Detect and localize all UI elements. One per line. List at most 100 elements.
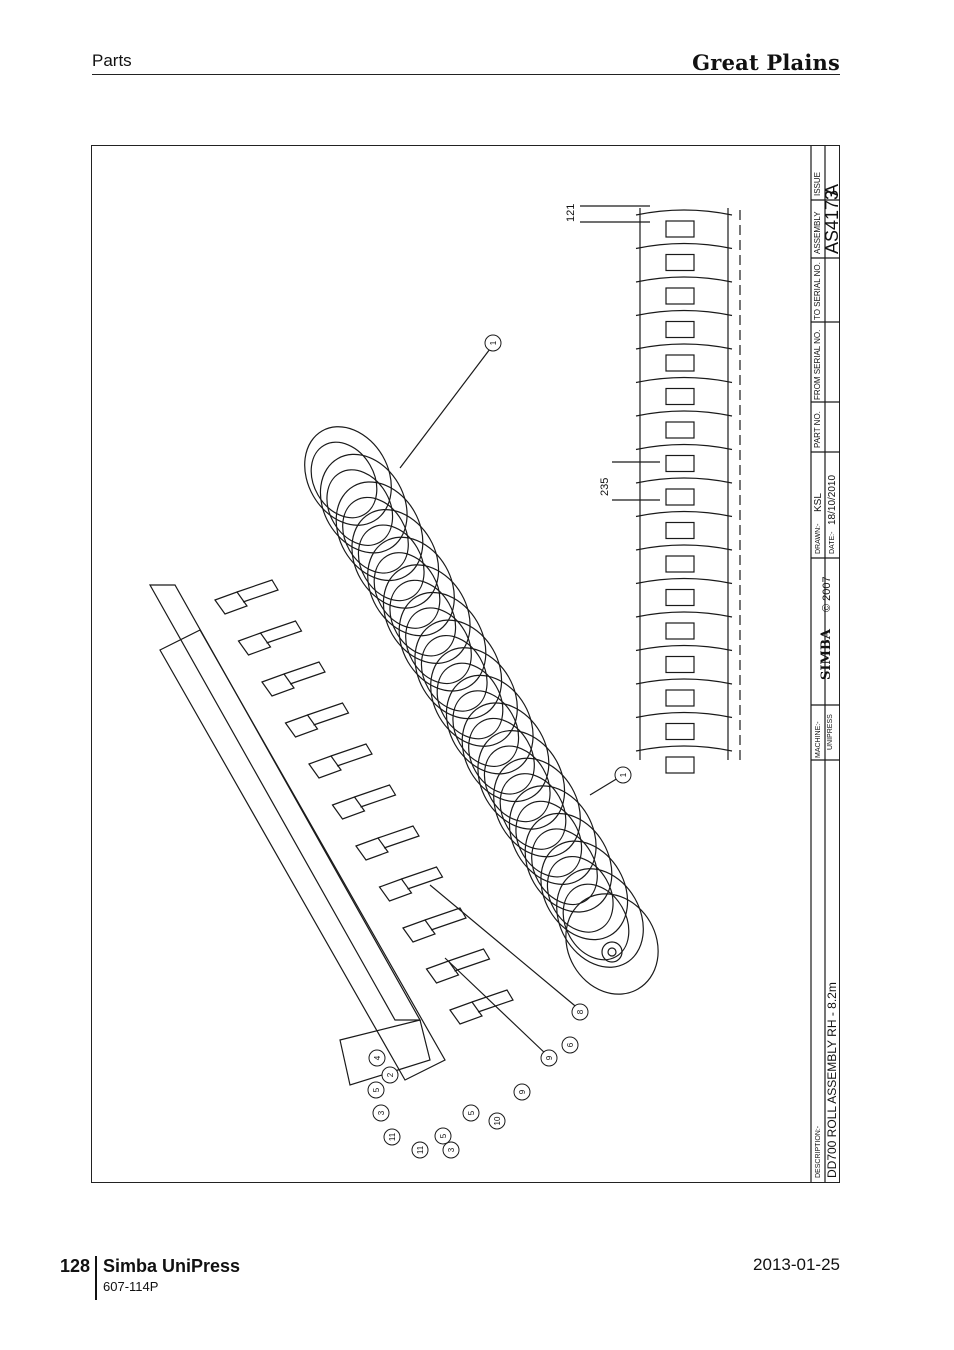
description-label: DESCRIPTION:- bbox=[815, 1125, 822, 1178]
part-number-label: 4 bbox=[373, 1055, 382, 1060]
roll-disc-rim bbox=[499, 773, 567, 850]
roll-disc bbox=[540, 840, 629, 941]
header-brand: Great Plains bbox=[692, 50, 840, 75]
date-label: DATE:- bbox=[829, 531, 836, 554]
elevation-bracket bbox=[665, 220, 695, 238]
machine-value: UNIPRESS bbox=[827, 714, 834, 750]
scraper-blade bbox=[283, 661, 326, 685]
issue-value: A bbox=[822, 184, 842, 196]
roll-disc-rim bbox=[389, 579, 457, 657]
roll-disc-rim bbox=[373, 552, 441, 629]
part-number-label: 9 bbox=[545, 1055, 554, 1060]
roll-disc-rim bbox=[515, 800, 583, 878]
part-balloon bbox=[367, 1081, 385, 1099]
assembly-label: ASSEMBLY bbox=[813, 211, 822, 254]
elevation-disc bbox=[635, 410, 733, 417]
footer-title: Simba UniPress bbox=[103, 1256, 241, 1276]
scraper-bracket bbox=[237, 632, 272, 656]
elevation-bracket bbox=[665, 622, 695, 640]
copyright: © 2007 bbox=[821, 576, 833, 612]
description: DD700 ROLL ASSEMBLY RH - 8.2m bbox=[825, 982, 839, 1178]
roll-end-disc bbox=[565, 893, 659, 995]
elevation-disc bbox=[635, 711, 733, 719]
frame-beam-face bbox=[159, 629, 446, 1081]
part-number-label: 5 bbox=[372, 1087, 381, 1092]
part-number-label: 3 bbox=[377, 1110, 386, 1115]
scraper-blade bbox=[260, 620, 303, 644]
scraper-bracket bbox=[308, 755, 342, 779]
frame-beam-end bbox=[339, 1019, 431, 1086]
scraper-bracket bbox=[284, 714, 319, 738]
part-number-label: 5 bbox=[439, 1133, 448, 1138]
scraper-bracket bbox=[425, 960, 460, 984]
title-block bbox=[810, 146, 840, 1182]
scraper-blade bbox=[471, 989, 514, 1013]
part-balloon bbox=[372, 1104, 390, 1122]
roll-disc-rim bbox=[468, 717, 535, 795]
elevation-bracket bbox=[665, 320, 695, 339]
roll-disc bbox=[508, 785, 597, 885]
from-serial-label: FROM SERIAL NO. bbox=[813, 330, 822, 400]
part-number-label: 6 bbox=[566, 1042, 575, 1047]
scraper-blade bbox=[424, 907, 467, 931]
elevation-bracket bbox=[665, 756, 695, 774]
header-section: Parts bbox=[92, 51, 132, 70]
part-balloon bbox=[561, 1036, 579, 1054]
roll-disc bbox=[304, 426, 392, 526]
dimension-121: 121 bbox=[565, 204, 577, 222]
elevation-bracket bbox=[665, 555, 695, 573]
elevation-disc bbox=[635, 510, 733, 518]
part-number-label: 9 bbox=[518, 1089, 527, 1094]
roll-disc bbox=[445, 674, 534, 775]
drawing-frame bbox=[91, 145, 840, 1183]
roll-disc-rim bbox=[326, 469, 394, 546]
elevation-disc bbox=[635, 477, 733, 484]
roll-disc bbox=[477, 730, 566, 830]
elevation-bracket bbox=[665, 689, 695, 707]
elevation-disc bbox=[635, 242, 733, 250]
elevation-disc bbox=[635, 309, 733, 317]
document-code: 607-114P bbox=[103, 1279, 159, 1294]
dimension-235: 235 bbox=[599, 478, 611, 496]
elevation-disc bbox=[635, 276, 733, 283]
roll-disc bbox=[367, 536, 455, 637]
to-serial-label: TO SERIAL NO. bbox=[813, 262, 822, 320]
drawn-by: KSL bbox=[813, 493, 824, 512]
roll-disc bbox=[524, 812, 613, 913]
scraper-blade bbox=[377, 825, 420, 849]
page-number: 128 bbox=[60, 1256, 91, 1276]
roll-disc bbox=[319, 453, 408, 554]
scraper-blade bbox=[354, 784, 397, 808]
part-balloon bbox=[434, 1127, 452, 1145]
elevation-bracket bbox=[665, 454, 695, 473]
leader-line bbox=[429, 884, 581, 1011]
scraper-blade bbox=[236, 579, 279, 603]
scraper-blade bbox=[330, 743, 373, 767]
scraper-bracket bbox=[402, 919, 436, 943]
roll-disc-rim bbox=[310, 441, 378, 519]
part-number-label: 8 bbox=[576, 1009, 585, 1014]
part-balloon bbox=[411, 1141, 429, 1159]
roll-disc bbox=[461, 702, 550, 803]
scraper-bracket bbox=[331, 796, 366, 820]
part-number-label: 1 bbox=[489, 340, 498, 345]
part-balloon bbox=[442, 1141, 460, 1159]
issue-label: ISSUE bbox=[813, 172, 822, 196]
elevation-disc bbox=[635, 376, 733, 384]
roll-disc-rim bbox=[483, 745, 551, 823]
scraper-blade bbox=[401, 866, 444, 890]
frame-beam bbox=[148, 584, 422, 1021]
scraper-bracket bbox=[261, 673, 295, 697]
roll-disc bbox=[382, 564, 471, 664]
part-number-label: 11 bbox=[416, 1145, 425, 1154]
scraper-bracket bbox=[449, 1001, 483, 1025]
header-rule bbox=[92, 74, 840, 75]
elevation-disc bbox=[635, 577, 733, 585]
machine-label: MACHINE:- bbox=[815, 721, 822, 758]
drawn-label: DRAWN:- bbox=[815, 523, 822, 554]
footer-divider bbox=[95, 1256, 97, 1300]
part-number-label: 3 bbox=[447, 1147, 456, 1152]
part-balloon bbox=[368, 1049, 386, 1067]
elevation-disc bbox=[635, 745, 733, 752]
roll-disc bbox=[430, 647, 518, 747]
